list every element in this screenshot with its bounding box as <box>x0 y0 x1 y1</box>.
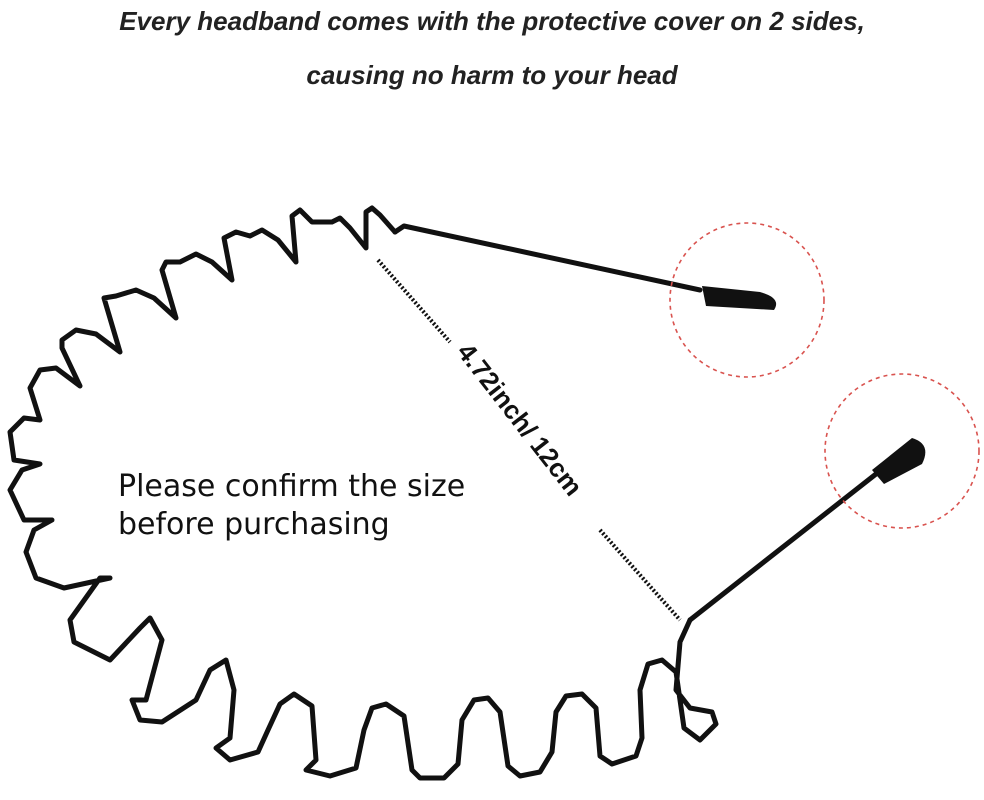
size-note: Please confirm the size before purchasin… <box>118 468 465 544</box>
size-note-line-2: before purchasing <box>118 507 390 542</box>
size-note-line-1: Please confirm the size <box>118 469 466 504</box>
upper-end-cap <box>702 286 777 310</box>
measurement-line <box>376 258 682 622</box>
headline-line-1: Every headband comes with the protective… <box>119 6 865 36</box>
end-cap-highlight-circle-upper <box>669 222 825 378</box>
end-cap-highlight-circle-lower <box>824 373 980 529</box>
headband-wire <box>7 205 879 781</box>
measurement-label: 4.72inch/ 12cm <box>451 337 589 501</box>
headline-line-2: causing no harm to your head <box>306 60 678 90</box>
lower-end-cap <box>872 438 926 484</box>
